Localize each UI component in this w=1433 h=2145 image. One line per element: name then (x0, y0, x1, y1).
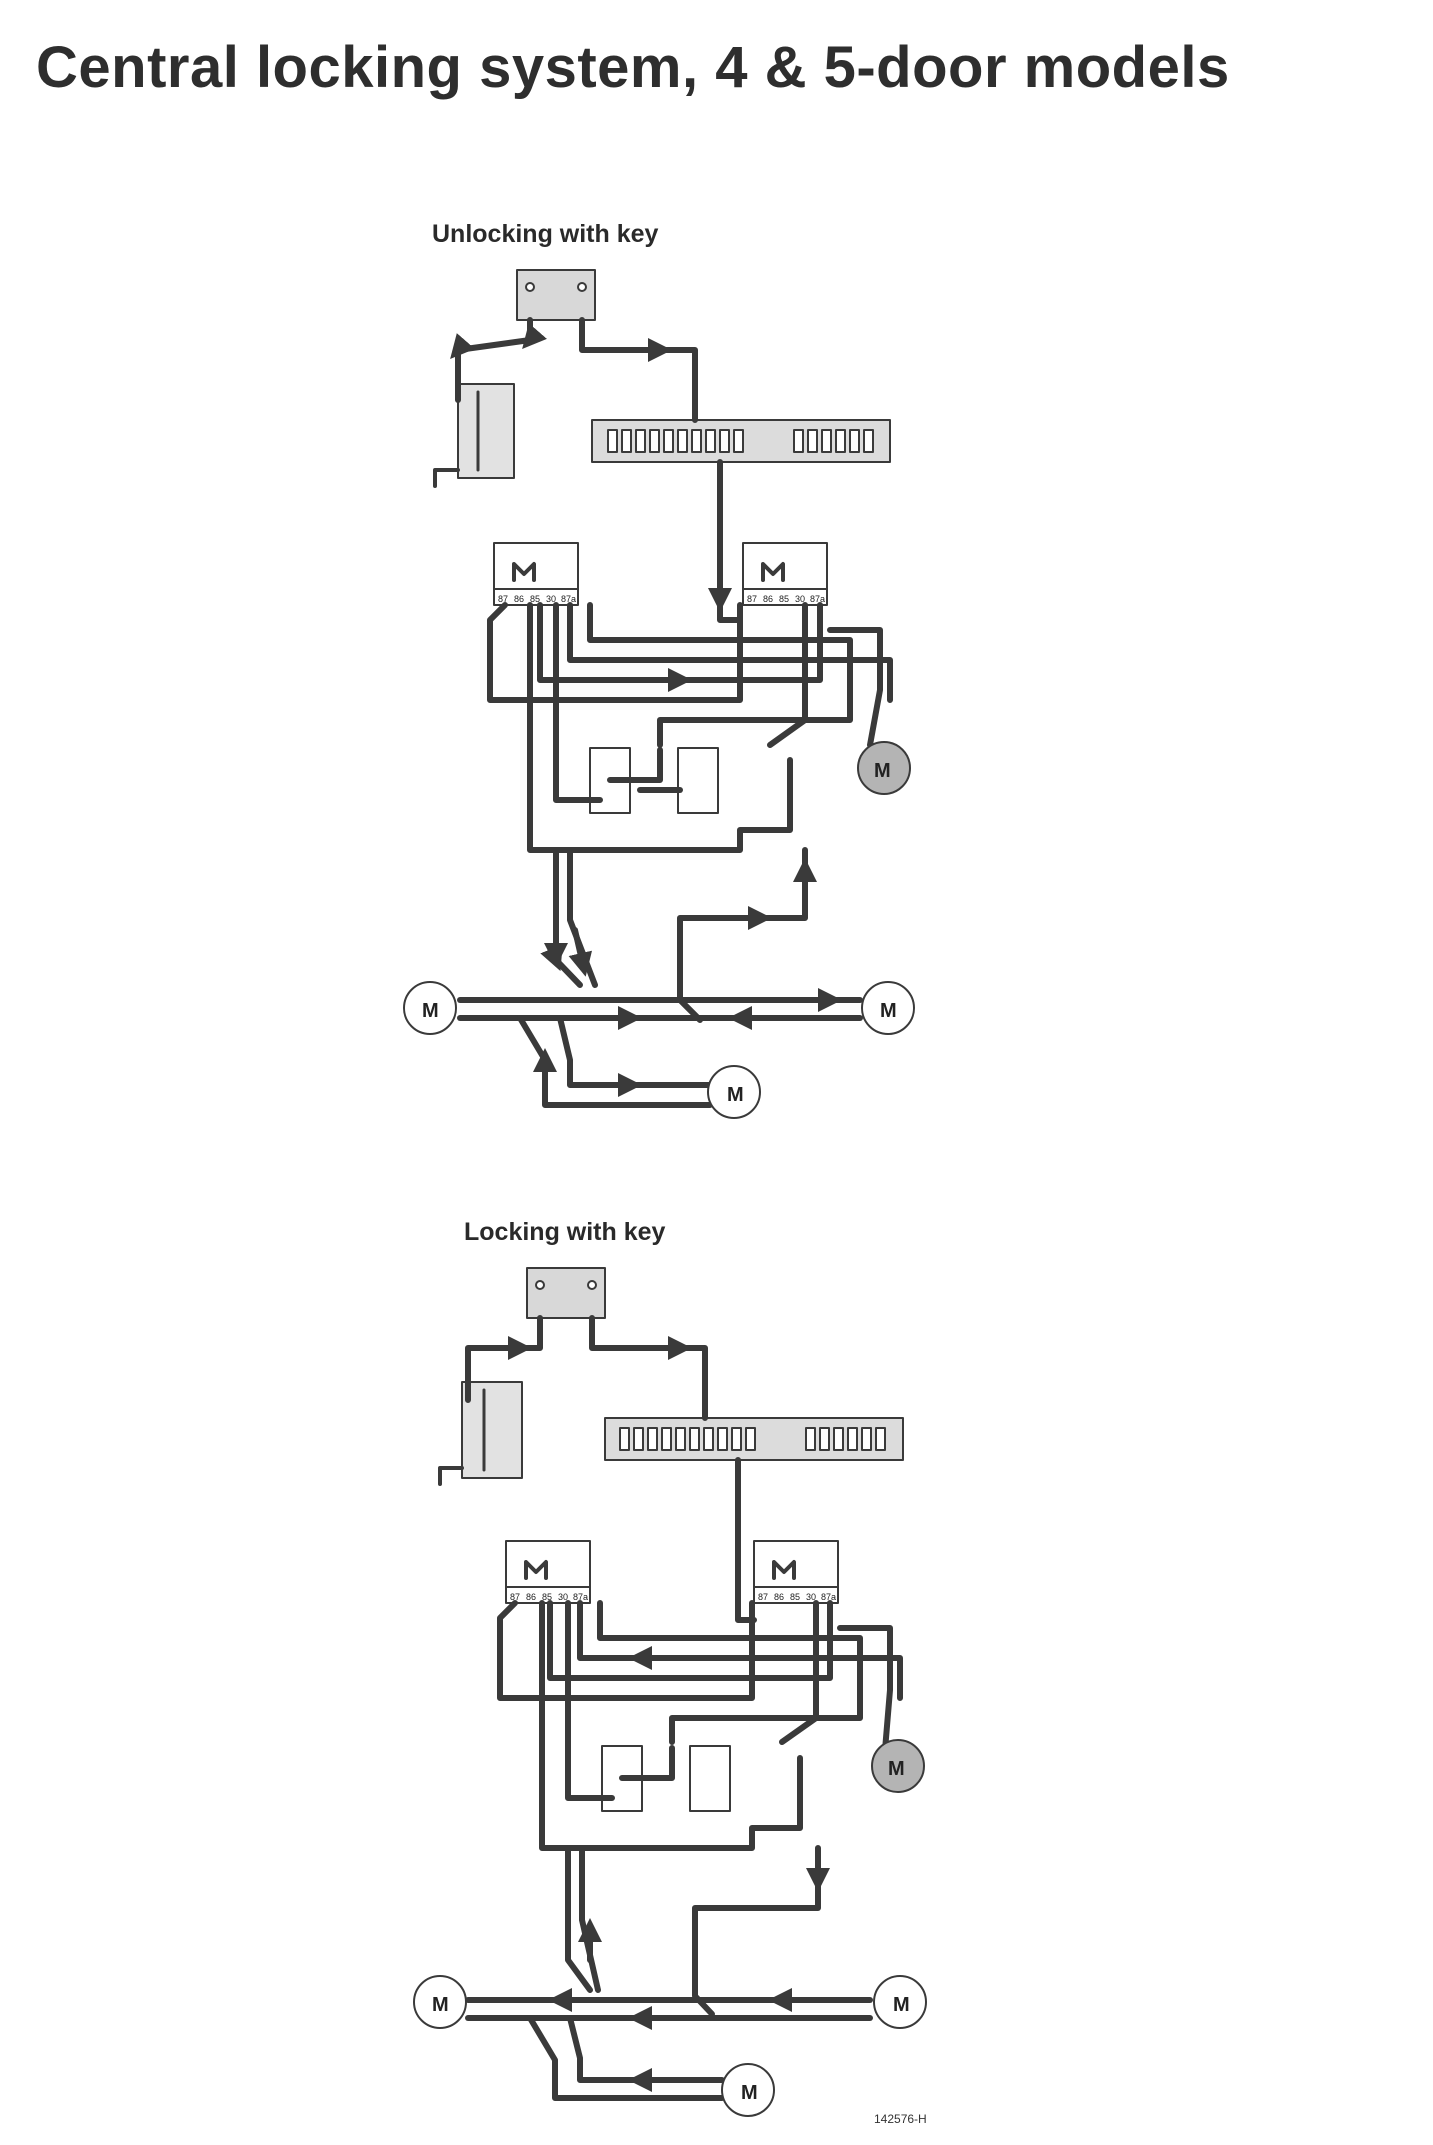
locking-diagram: M M M M (413, 1267, 927, 2117)
motor-label: M (741, 2082, 758, 2104)
terminal-label: 85 (530, 594, 540, 604)
terminal-label: 86 (763, 594, 773, 604)
door-switch-right-icon (689, 1745, 731, 1812)
terminal-label: 87 (510, 1592, 520, 1602)
terminal-label: 30 (546, 594, 556, 604)
motor-label: M (893, 1994, 910, 2016)
motor-label: M (880, 1000, 897, 1022)
motor-front-left-icon (403, 981, 457, 1035)
key-switch-icon (526, 1267, 606, 1319)
battery-icon (457, 383, 515, 479)
terminal-label: 87 (747, 594, 757, 604)
motor-label: M (874, 760, 891, 782)
terminal-label: 85 (542, 1592, 552, 1602)
terminal-label: 30 (806, 1592, 816, 1602)
terminal-label: 86 (774, 1592, 784, 1602)
motor-label: M (432, 1994, 449, 2016)
motor-front-left-icon (413, 1975, 467, 2029)
motor-label: M (422, 1000, 439, 1022)
unlocking-diagram: M M M M (403, 269, 915, 1119)
terminal-label: 87 (758, 1592, 768, 1602)
motor-rear-left-icon (707, 1065, 761, 1119)
terminal-label: 85 (790, 1592, 800, 1602)
motor-rear-left-icon (721, 2063, 775, 2117)
terminal-label: 86 (514, 594, 524, 604)
terminal-label: 87a (561, 594, 576, 604)
battery-icon (461, 1381, 523, 1479)
terminal-label: 30 (558, 1592, 568, 1602)
terminal-label: 85 (779, 594, 789, 604)
motor-label: M (888, 1758, 905, 1780)
diagram-title-locking: Locking with key (464, 1218, 666, 1246)
terminal-label: 87a (810, 594, 825, 604)
page-title: Central locking system, 4 & 5-door model… (36, 35, 1230, 100)
terminal-label: 87a (573, 1592, 588, 1602)
motor-front-right-icon (871, 1739, 925, 1793)
terminal-label: 87a (821, 1592, 836, 1602)
terminal-label: 86 (526, 1592, 536, 1602)
terminal-label: 87 (498, 594, 508, 604)
diagram-title-unlocking: Unlocking with key (432, 220, 659, 248)
reference-number: 142576-H (874, 2112, 927, 2126)
door-switch-right-icon (677, 747, 719, 814)
motor-front-right-icon (857, 741, 911, 795)
motor-rear-right-icon (873, 1975, 927, 2029)
motor-label: M (727, 1084, 744, 1106)
motor-rear-right-icon (861, 981, 915, 1035)
key-switch-icon (516, 269, 596, 321)
terminal-label: 30 (795, 594, 805, 604)
relay-terminal-labels: 87 86 85 30 87a 87 86 85 30 87a 87 86 85… (498, 594, 836, 1602)
